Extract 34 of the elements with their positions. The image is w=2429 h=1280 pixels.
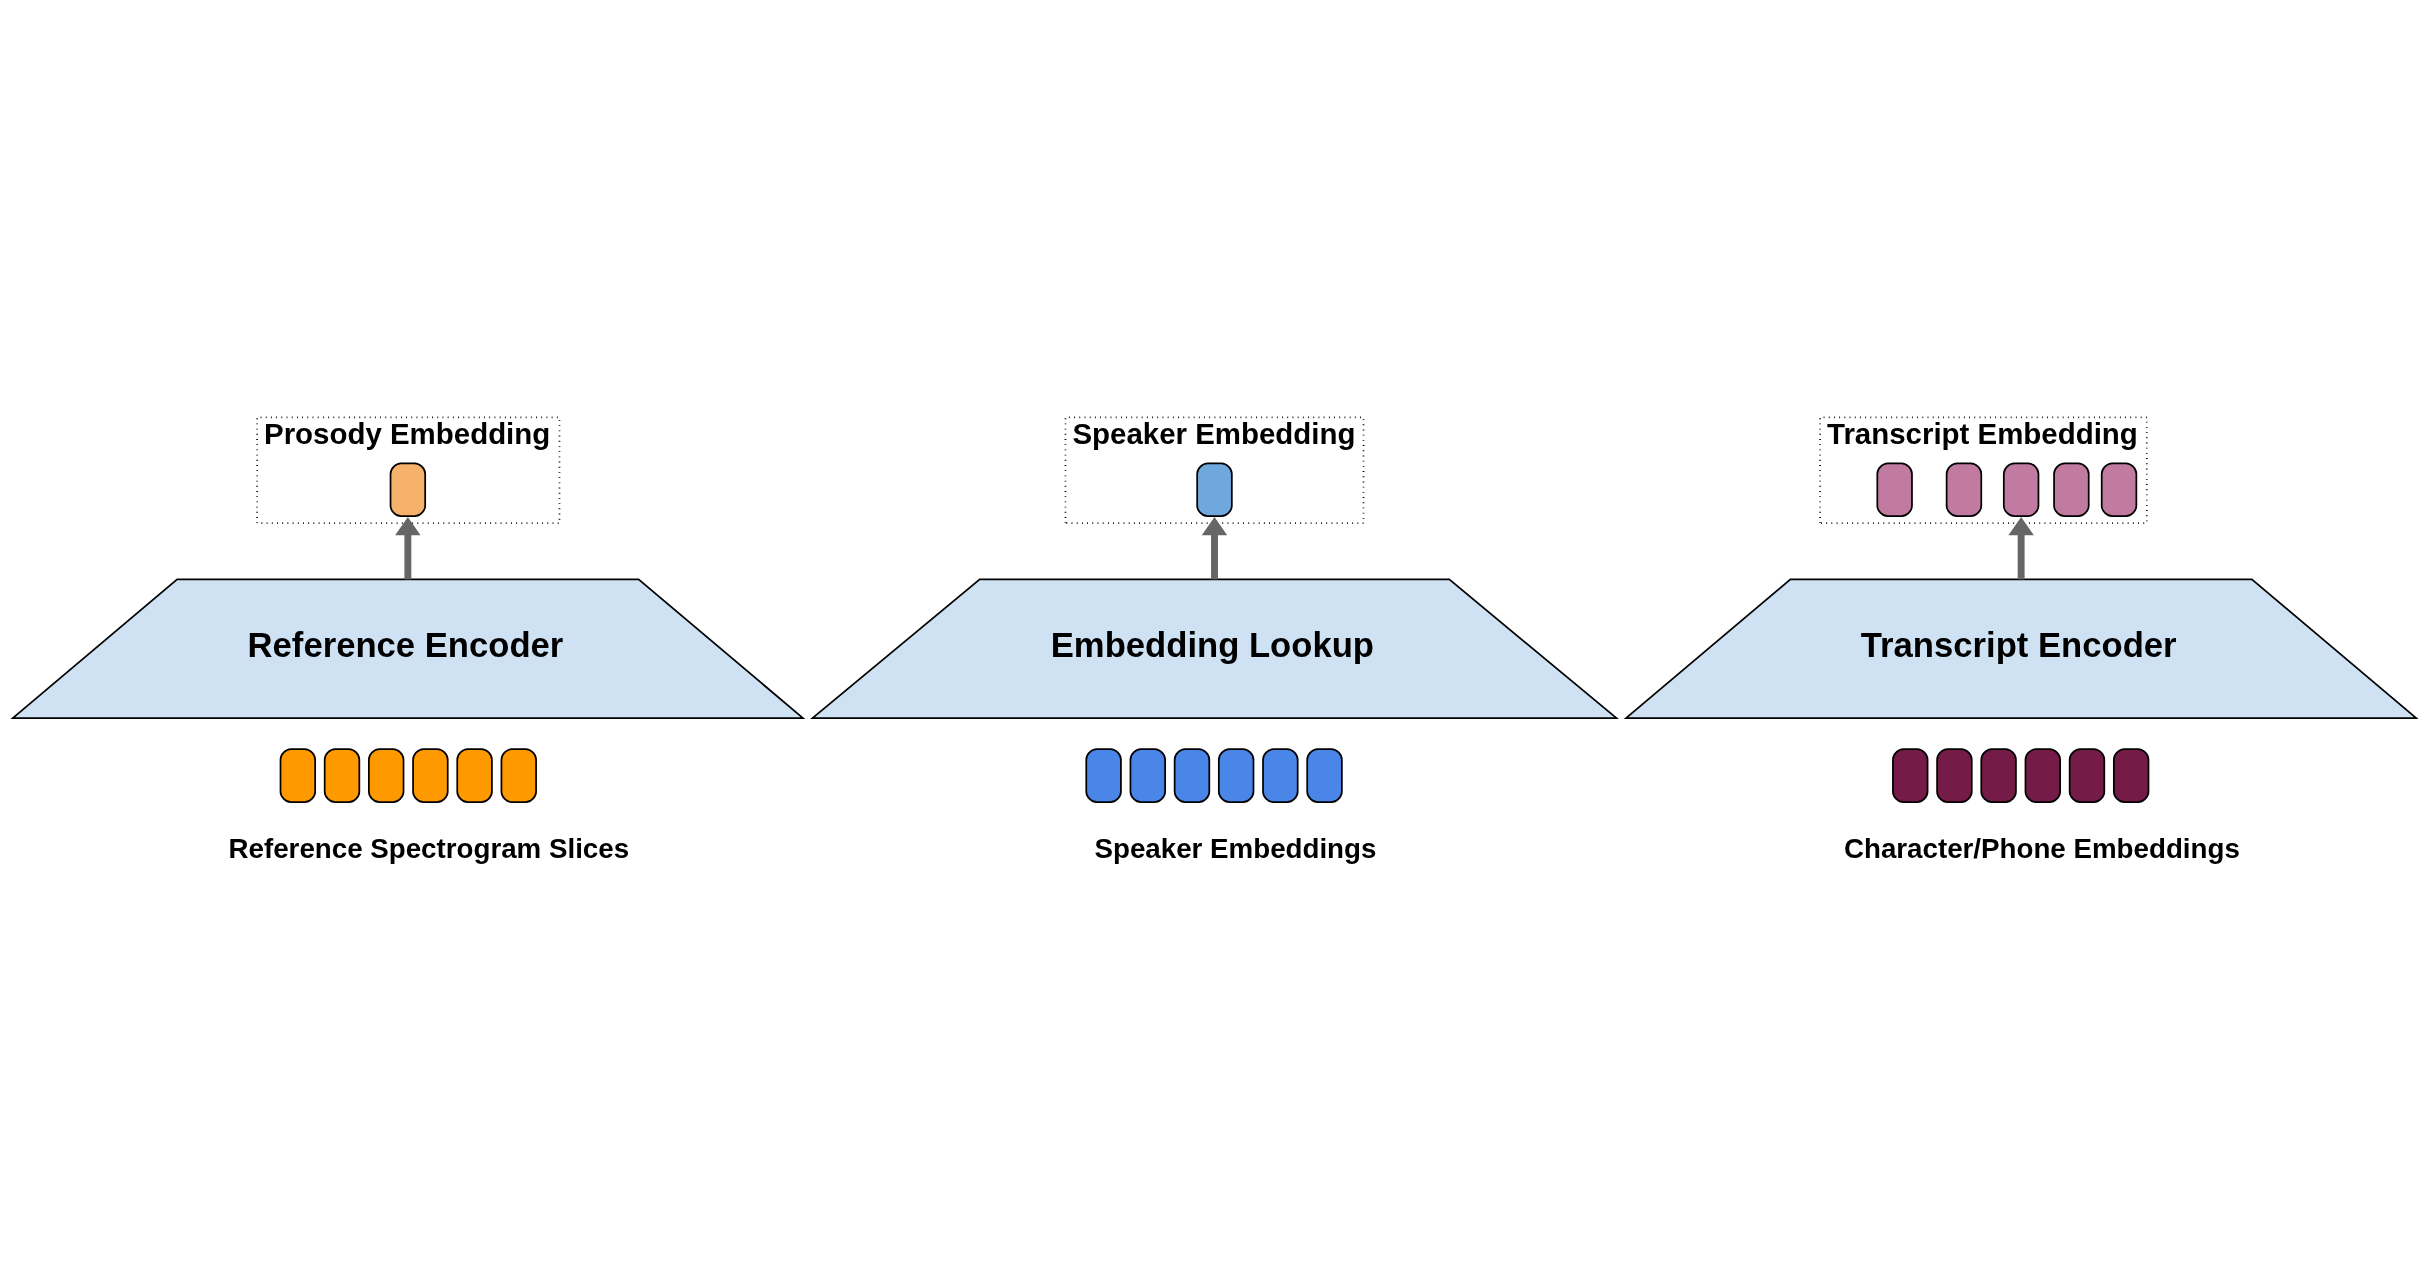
node-box bbox=[456, 747, 493, 803]
node-box bbox=[1262, 747, 1299, 803]
node-box bbox=[1085, 747, 1122, 803]
node-box bbox=[2112, 747, 2150, 803]
arrow bbox=[395, 516, 421, 579]
arrow bbox=[1201, 516, 1228, 579]
node-box bbox=[1892, 747, 1929, 803]
node-box bbox=[368, 747, 405, 803]
node-box bbox=[279, 747, 317, 803]
label: Character/Phone Embeddings bbox=[1843, 832, 2240, 864]
label: Reference Spectrogram Slices bbox=[228, 832, 630, 864]
node-box bbox=[2100, 461, 2138, 517]
cluster: Transcript Embedding bbox=[1819, 416, 2148, 524]
node-box bbox=[1936, 747, 1973, 803]
node-box bbox=[2053, 461, 2090, 517]
node-box bbox=[1173, 747, 1211, 803]
cluster: Speaker Embedding bbox=[1064, 416, 1365, 524]
node-box bbox=[1945, 461, 1983, 517]
node-box bbox=[2002, 461, 2040, 517]
arrow bbox=[2008, 516, 2034, 579]
node-box bbox=[1217, 747, 1255, 803]
node-box bbox=[1196, 461, 1233, 517]
node-box bbox=[1306, 747, 1343, 803]
node-box bbox=[412, 747, 449, 803]
node-box bbox=[1980, 747, 2017, 803]
label: Speaker Embeddings bbox=[1094, 832, 1377, 864]
node-box bbox=[1876, 461, 1913, 517]
node-box bbox=[2068, 747, 2106, 803]
node-box bbox=[323, 747, 361, 803]
cluster: Prosody Embedding bbox=[256, 416, 561, 524]
node-box bbox=[389, 461, 427, 517]
node-box bbox=[1129, 747, 1166, 803]
node-box bbox=[2024, 747, 2061, 803]
node-box bbox=[500, 747, 537, 803]
